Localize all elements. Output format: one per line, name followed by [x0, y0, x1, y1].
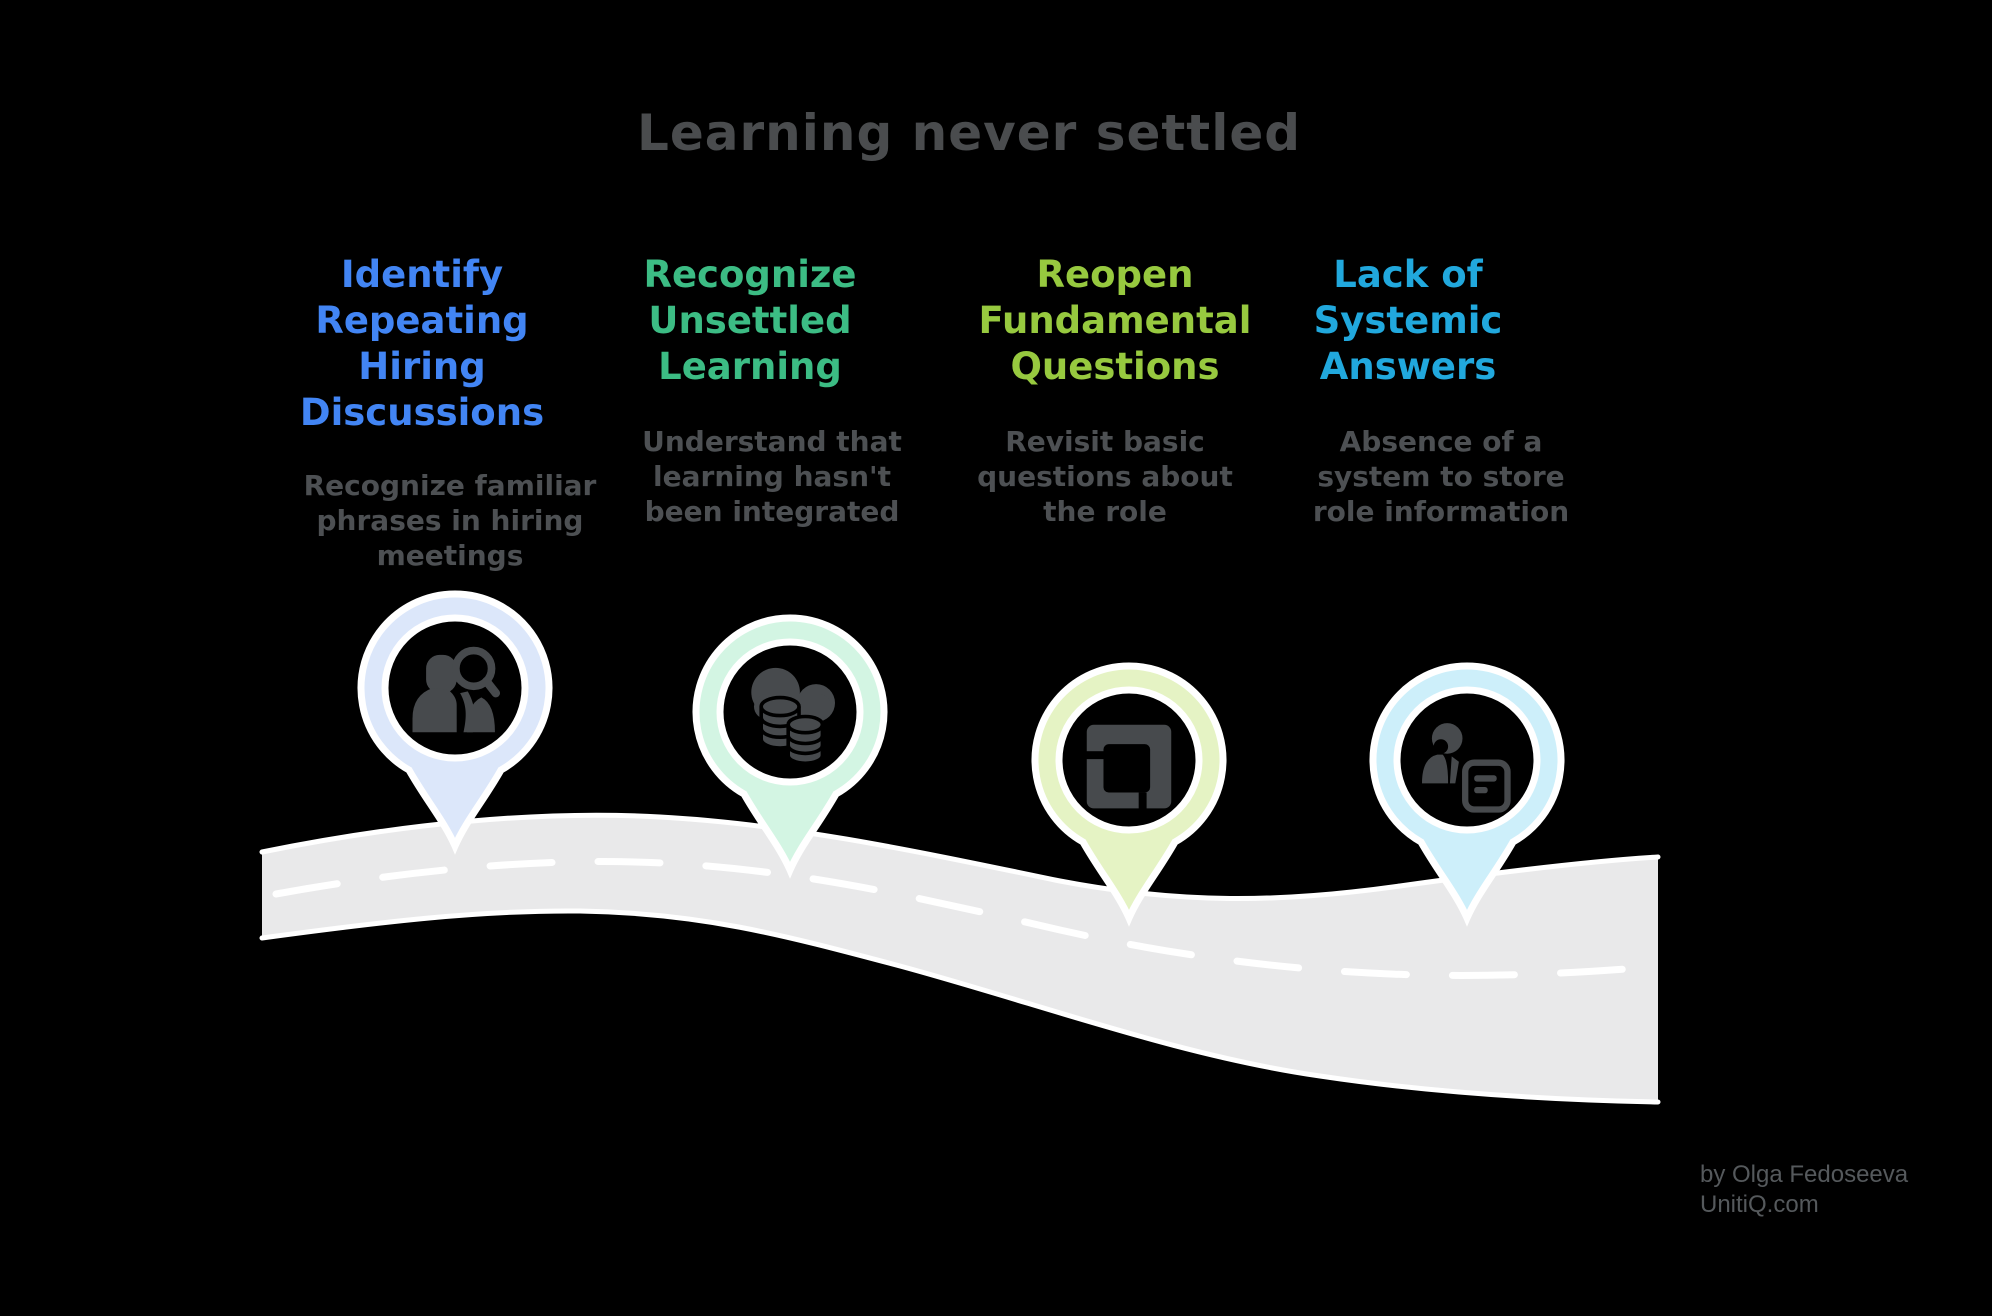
attribution: by Olga Fedoseeva UnitiQ.com — [1700, 1160, 1908, 1220]
milestone-1-heading: Identify Repeating Hiring Discussions — [299, 253, 545, 434]
milestone-2-heading: Recognize Unsettled Learning — [643, 253, 857, 388]
road-bottom-edge — [259, 908, 1661, 1105]
milestone-1-description: Recognize familiar phrases in hiring mee… — [303, 469, 597, 572]
milestone-2-description: Understand that learning hasn't been int… — [642, 425, 902, 528]
pin-inner-circle — [381, 614, 529, 762]
page-title: Learning never settled — [636, 104, 1302, 162]
road-center-line — [272, 858, 1656, 979]
milestone-3-heading: Reopen Fundamental Questions — [978, 253, 1252, 388]
milestone-1-pin — [357, 590, 553, 855]
milestone-2-pin — [692, 614, 888, 879]
attribution-author: by Olga Fedoseeva — [1700, 1161, 1909, 1188]
person-search-icon — [412, 646, 501, 733]
milestone-4-pin — [1369, 662, 1565, 927]
cloud-coins-icon — [751, 667, 835, 766]
road — [262, 815, 1658, 1102]
attribution-site: UnitiQ.com — [1700, 1191, 1819, 1218]
milestone-4-heading: Lack of Systemic Answers — [1313, 253, 1503, 388]
person-card-icon — [1422, 723, 1511, 813]
milestone-3-description: Revisit basic questions about the role — [977, 425, 1233, 528]
open-frame-icon — [1085, 724, 1172, 811]
milestone-4-description: Absence of a system to store role inform… — [1312, 425, 1570, 528]
milestone-3-pin — [1031, 662, 1227, 927]
